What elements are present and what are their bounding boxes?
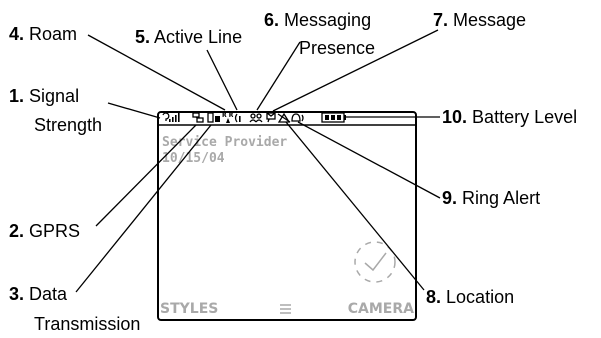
callout-battery-level: 10. Battery Level	[442, 107, 577, 127]
callout-active-line: 5. Active Line	[135, 27, 242, 47]
ring-alert-icon	[291, 113, 304, 122]
menu-icon[interactable]	[280, 304, 291, 314]
callout-gprs: 2. GPRS	[9, 221, 80, 241]
callout-location: 8. Location	[426, 287, 514, 307]
date-text: 10/15/04	[162, 151, 225, 166]
battery-level-icon	[321, 112, 346, 123]
display-frame	[157, 111, 417, 321]
leader-data	[75, 124, 212, 293]
roam-icon: R R	[222, 112, 234, 123]
callout-ring-alert: 9. Ring Alert	[442, 188, 540, 208]
messaging-presence-icon	[249, 113, 263, 123]
message-icon	[266, 112, 276, 123]
leader-lines	[75, 29, 441, 293]
leader-gprs	[95, 124, 197, 227]
leader-presence	[256, 41, 301, 111]
active-line-icon	[234, 113, 241, 123]
clock-icon	[354, 241, 396, 283]
service-provider-text: Service Provider	[162, 135, 287, 150]
signal-strength-icon	[162, 112, 180, 122]
leader-location	[285, 121, 425, 291]
leader-message	[272, 29, 439, 112]
data-transmission-icon	[207, 112, 220, 123]
callout-roam: 4. Roam	[9, 24, 77, 44]
leader-active	[206, 49, 238, 111]
callout-message: 7. Message	[433, 10, 526, 30]
right-softkey[interactable]: CAMERA	[348, 301, 414, 317]
leader-signal	[107, 102, 161, 119]
location-icon	[277, 112, 291, 123]
leader-ring	[297, 121, 441, 199]
leader-roam	[87, 34, 226, 111]
gprs-icon	[192, 112, 204, 123]
svg-text:R R: R R	[222, 112, 234, 119]
left-softkey[interactable]: STYLES	[160, 301, 218, 317]
